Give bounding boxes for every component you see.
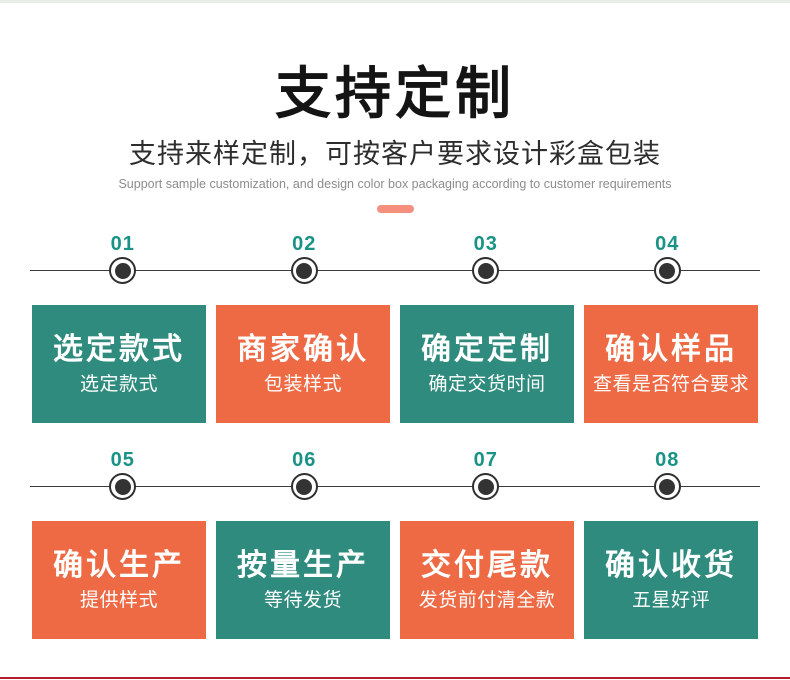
step-number: 06: [292, 449, 317, 472]
card-subtitle: 包装样式: [263, 373, 342, 395]
card-title: 按量生产: [237, 548, 369, 582]
step-card-mass-production: 按量生产 等待发货: [216, 521, 390, 640]
card-title: 确定定制: [421, 332, 553, 366]
card-subtitle: 查看是否符合要求: [592, 373, 749, 395]
card-row-1: 选定款式 选定款式 商家确认 包装样式 确定定制 确定交货时间 确认样品 查看是…: [0, 305, 790, 424]
card-row-2: 确认生产 提供样式 按量生产 等待发货 交付尾款 发货前付清全款 确认收货 五星…: [0, 521, 790, 640]
card-subtitle: 五星好评: [631, 589, 710, 611]
timeline-dot-icon: [109, 257, 137, 285]
step-card-merchant-confirm: 商家确认 包装样式: [216, 305, 390, 424]
step-marker-06: 06: [214, 449, 396, 501]
step-card-confirm-production: 确认生产 提供样式: [32, 521, 206, 640]
step-number: 07: [473, 449, 498, 472]
step-marker-03: 03: [395, 233, 577, 285]
step-number: 03: [473, 233, 498, 256]
step-marker-01: 01: [32, 233, 214, 285]
step-number: 01: [110, 233, 135, 256]
card-title: 商家确认: [237, 332, 369, 366]
step-marker-05: 05: [32, 449, 214, 501]
top-divider: [0, 0, 790, 3]
step-marker-02: 02: [214, 233, 396, 285]
step-number: 08: [655, 449, 680, 472]
card-title: 确认收货: [605, 548, 737, 582]
card-title: 交付尾款: [421, 548, 553, 582]
card-subtitle: 确定交货时间: [428, 373, 546, 395]
step-card-confirm-receipt: 确认收货 五星好评: [584, 521, 758, 640]
timeline-dot-icon: [290, 257, 318, 285]
timeline-dot-icon: [109, 473, 137, 501]
timeline-dot-icon: [653, 473, 681, 501]
card-subtitle: 选定款式: [79, 373, 158, 395]
step-marker-04: 04: [577, 233, 759, 285]
timeline-dot-icon: [472, 473, 500, 501]
card-title: 确认样品: [605, 332, 737, 366]
step-card-select-style: 选定款式 选定款式: [32, 305, 206, 424]
card-title: 选定款式: [53, 332, 185, 366]
step-number: 02: [292, 233, 317, 256]
page-title: 支持定制: [275, 62, 515, 125]
step-marker-row-2: 05 06 07 08: [0, 449, 790, 501]
step-card-pay-balance: 交付尾款 发货前付清全款: [400, 521, 574, 640]
card-subtitle: 发货前付清全款: [418, 589, 556, 611]
step-marker-row-1: 01 02 03 04: [0, 233, 790, 285]
card-subtitle: 提供样式: [79, 589, 158, 611]
card-subtitle: 等待发货: [263, 589, 342, 611]
step-card-confirm-customization: 确定定制 确定交货时间: [400, 305, 574, 424]
card-title: 确认生产: [53, 548, 185, 582]
step-number: 04: [655, 233, 680, 256]
step-number: 05: [110, 449, 135, 472]
timeline-line: [30, 270, 760, 272]
timeline-dot-icon: [653, 257, 681, 285]
page-subtitle: 支持来样定制，可按客户要求设计彩盒包装: [129, 138, 661, 169]
step-card-confirm-sample: 确认样品 查看是否符合要求: [584, 305, 758, 424]
timeline-dot-icon: [290, 473, 318, 501]
step-marker-08: 08: [577, 449, 759, 501]
page-subtitle-english: Support sample customization, and design…: [118, 177, 672, 192]
bottom-border: [0, 677, 790, 679]
timeline-dot-icon: [472, 257, 500, 285]
timeline-line: [30, 486, 760, 488]
accent-divider: [376, 205, 414, 214]
step-marker-07: 07: [395, 449, 577, 501]
